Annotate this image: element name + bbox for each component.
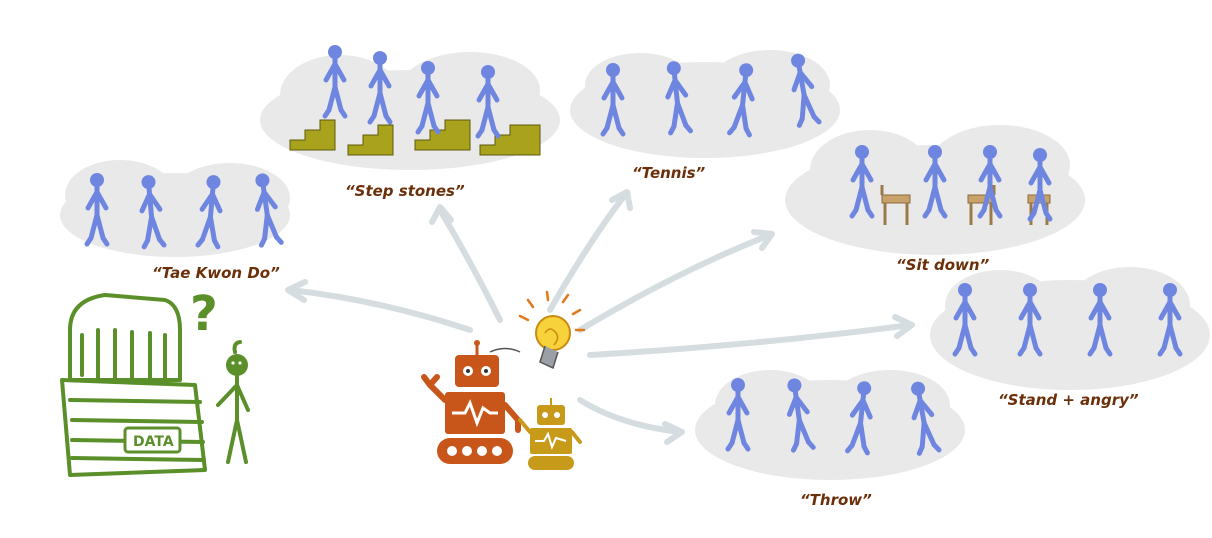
treasure-chest-icon: DATA [60, 293, 207, 477]
stairs-step-stones [289, 119, 541, 156]
lightbulb-icon [489, 290, 586, 370]
small-robot-icon [518, 398, 582, 470]
label-sit-down: “Sit down” [896, 256, 990, 274]
label-step-stones: “Step stones” [345, 182, 465, 200]
label-tennis: “Tennis” [632, 164, 706, 182]
label-tae-kwon-do: “Tae Kwon Do” [152, 264, 280, 282]
stick-figure-icon [216, 340, 250, 464]
chest-label: DATA [133, 434, 174, 450]
arrows [285, 189, 915, 445]
question-mark-icon: ? [190, 286, 218, 342]
label-stand-angry: “Stand + angry” [998, 391, 1139, 409]
label-throw: “Throw” [800, 491, 872, 509]
robot-icon [421, 340, 521, 464]
